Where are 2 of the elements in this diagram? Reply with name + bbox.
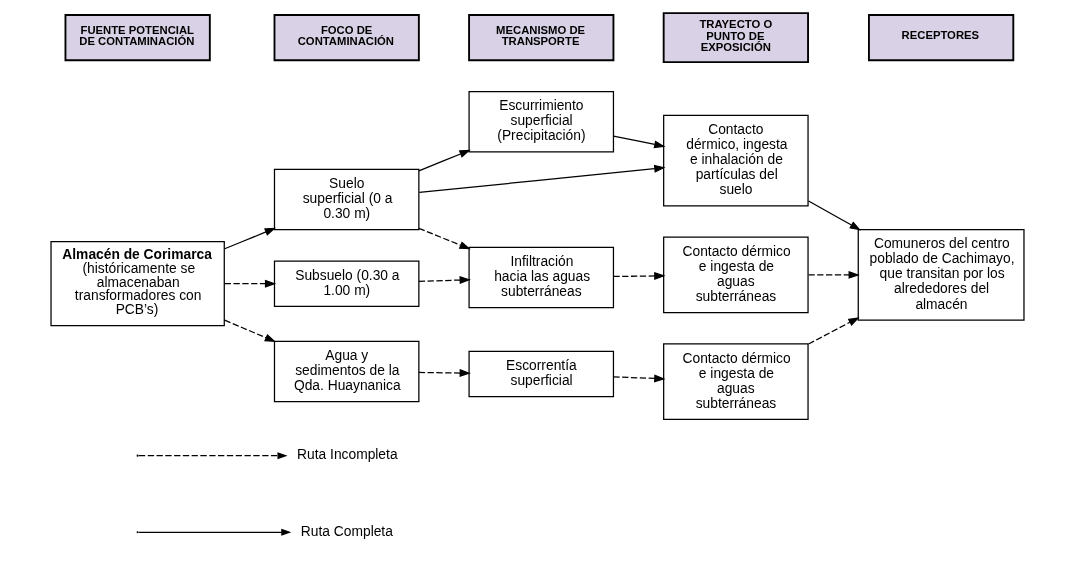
legend-label: Ruta Completa bbox=[300, 523, 393, 539]
legend-label: Ruta Incompleta bbox=[296, 447, 398, 463]
